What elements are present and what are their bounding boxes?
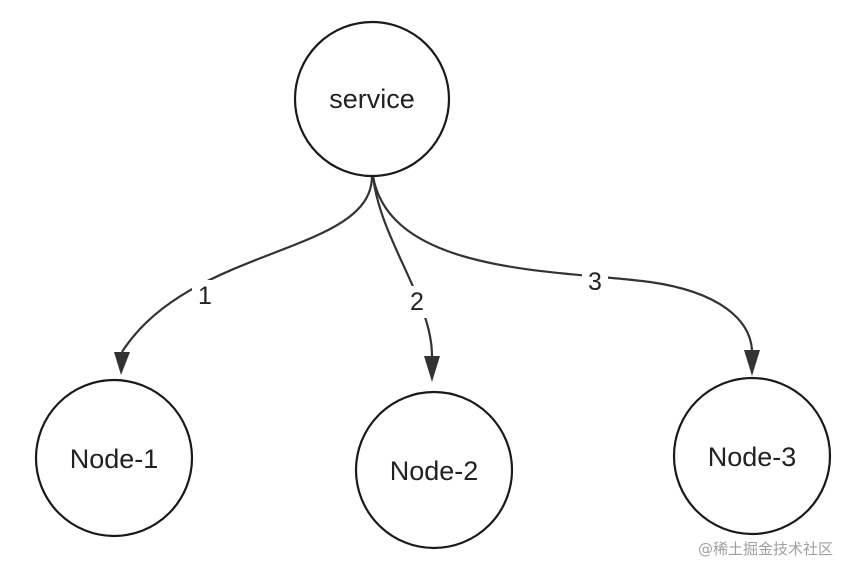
node-service-circle xyxy=(293,20,451,178)
edge-line-3 xyxy=(371,175,754,351)
edge-line-2 xyxy=(371,175,434,357)
node-node2: Node-2 xyxy=(354,390,514,550)
arrowhead-1 xyxy=(114,352,130,375)
node-node1: Node-1 xyxy=(34,378,194,538)
arrowhead-2 xyxy=(424,356,440,382)
edge-label-3: 3 xyxy=(588,268,602,296)
edge-service-node1: 1 xyxy=(114,175,374,375)
edge-label-2: 2 xyxy=(410,288,424,316)
node-node1-label: Node-1 xyxy=(70,444,159,474)
node-node2-circle xyxy=(354,390,514,550)
node-node3-circle xyxy=(672,376,832,536)
node-service: service xyxy=(293,20,451,178)
node-node1-circle xyxy=(34,378,194,538)
node-service-label: service xyxy=(329,84,415,114)
node-node2-label: Node-2 xyxy=(390,456,479,486)
arrowhead-3 xyxy=(744,350,760,376)
node-node3-label: Node-3 xyxy=(708,442,797,472)
edge-label-1: 1 xyxy=(198,282,212,310)
watermark-text: @稀土掘金技术社区 xyxy=(697,540,833,558)
edge-service-node3: 3 xyxy=(371,175,760,376)
edge-service-node2: 2 xyxy=(371,175,440,382)
edge-line-1 xyxy=(121,175,374,353)
node-node3: Node-3 xyxy=(672,376,832,536)
